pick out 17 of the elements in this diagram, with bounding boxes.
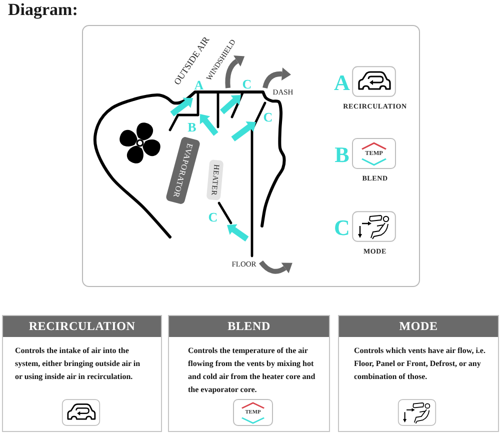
callout-letter: B [188,120,196,134]
card-heading: RECIRCULATION [3,316,161,337]
card-description: Controls the temperature of the air flowing from the vents by mixing hot and cold air from the heater core and the evaporator core. [188,345,316,396]
callout-letter: C [208,210,218,224]
info-card [338,315,499,432]
card-heading: MODE [339,316,498,337]
info-card [168,315,330,432]
card-heading: BLEND [169,316,329,337]
card-description: Controls which vents have air flow, i.e. Floor, Panel or Front, Defrost, or any combination of those. [354,345,486,383]
callout-letter: C [263,110,273,124]
callout-letter: A [334,72,350,94]
callout-letter: C [334,217,350,239]
info-card [2,315,162,432]
callout-letter: C [242,78,252,90]
callout-letter: B [334,144,350,166]
card-description: Controls the intake of air into the system, either bringing outside air in or using inside air in recirculation. [15,345,142,383]
diagram-title: Diagram: [8,1,78,19]
